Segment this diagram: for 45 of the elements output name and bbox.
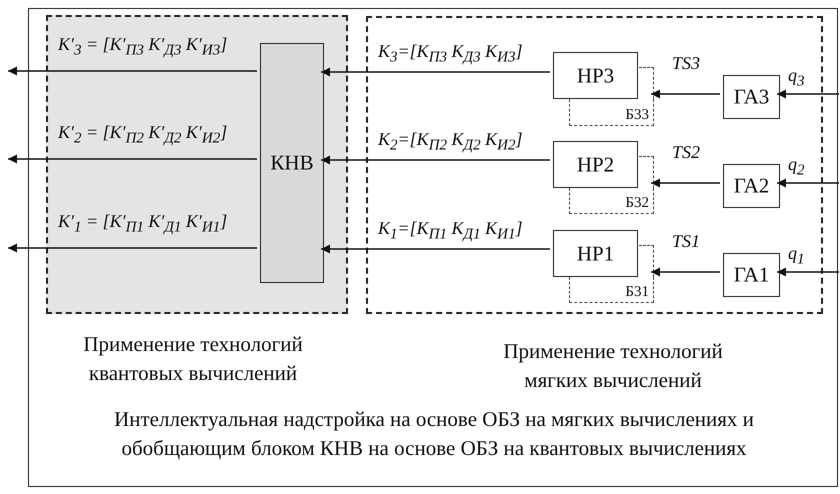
block-label: НР1	[576, 243, 616, 264]
block-label: Применение технологий мягких вычислений	[502, 338, 724, 394]
block-label: Применение технологий квантовых вычислений	[82, 331, 304, 387]
block-label: Интеллектуальная надстройка на основе ОБЗ на мягких вычислениях и обобщающим блоком КНВ на основе ОБЗ на квантовых вычислениях	[113, 406, 755, 462]
block-label: Б31	[625, 285, 649, 300]
arrow	[321, 156, 550, 164]
edge-label: K′$_{1}$ = [K′$_{П1}$ K′$_{Д1}$ K′$_{И1}$]	[58, 212, 228, 236]
block-label: КНВ	[269, 152, 315, 174]
arrow	[8, 244, 257, 252]
edge-label: q$_{2}$	[788, 155, 804, 179]
edge-label: q$_{3}$	[788, 66, 804, 90]
block-label: ГА3	[732, 86, 770, 108]
aggregator-block	[260, 43, 324, 283]
block-label: Б32	[625, 196, 649, 211]
arrow	[651, 178, 720, 188]
process-box	[723, 253, 780, 297]
system-frame	[28, 8, 838, 487]
process-box	[723, 75, 780, 119]
block-label: Б33	[625, 108, 649, 123]
process-box	[553, 141, 638, 188]
process-box	[553, 52, 638, 99]
process-box	[553, 230, 638, 277]
edge-label: K$_{1}$=[K$_{П1}$ K$_{Д1}$ K$_{И1}$]	[378, 219, 522, 243]
edge-label: K′$_{2}$ = [K′$_{П2}$ K′$_{Д2}$ K′$_{И2}$]	[58, 123, 228, 147]
edge-label: TS1	[672, 232, 700, 250]
edge-label: TS2	[672, 143, 700, 161]
edge-label: K$_{3}$=[K$_{П3}$ K$_{Д3}$ K$_{И3}$]	[378, 42, 522, 66]
block-label: НР3	[576, 65, 616, 86]
block-label: ГА1	[732, 264, 770, 286]
arrow	[8, 66, 257, 76]
edge-label: TS3	[672, 54, 700, 72]
edge-label: q$_{1}$	[788, 244, 804, 268]
process-box	[723, 164, 780, 208]
block-label: ГА2	[732, 176, 770, 196]
arrow	[321, 244, 550, 254]
edge-label: K′$_{3}$ = [K′$_{П3}$ K′$_{Д3}$ K′$_{И3}$]	[58, 35, 228, 59]
arrow	[8, 154, 257, 164]
arrow	[777, 268, 839, 276]
arrow	[321, 68, 550, 76]
arrow	[777, 178, 839, 188]
edge-label: K$_{2}$=[K$_{П2}$ K$_{Д2}$ K$_{И2}$]	[378, 130, 522, 154]
arrow	[777, 90, 839, 98]
block-label: НР2	[576, 154, 616, 175]
arrow	[651, 90, 720, 98]
arrow	[651, 268, 720, 276]
